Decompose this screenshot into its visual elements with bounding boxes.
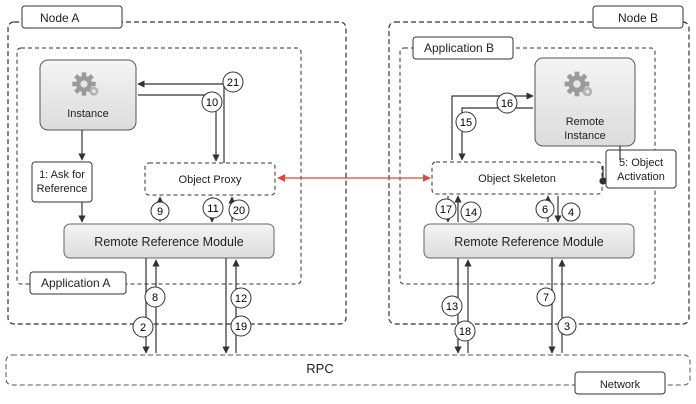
node-b-text: Node B xyxy=(618,11,658,25)
node-a-container xyxy=(7,21,347,325)
application-b-text: Application B xyxy=(424,41,494,55)
step-20: 20 xyxy=(228,199,250,221)
object-activation-box: 5: Object Activation xyxy=(605,149,677,189)
remote-instance-label-1: Remote xyxy=(566,116,605,128)
step-2: 2 xyxy=(132,316,154,338)
object-skeleton-box: Object Skeleton xyxy=(431,161,603,195)
step-19: 19 xyxy=(230,315,252,337)
step-7: 7 xyxy=(536,287,556,307)
remote-instance-box: Remote Instance xyxy=(534,57,636,147)
svg-text:2: 2 xyxy=(140,322,146,334)
ask-for-reference-line2: Reference xyxy=(37,183,88,195)
rpc-label: RPC xyxy=(306,361,333,376)
rrm-b-label: Remote Reference Module xyxy=(454,235,603,249)
remote-reference-module-b: Remote Reference Module xyxy=(423,223,635,259)
rrm-a-label: Remote Reference Module xyxy=(94,235,243,249)
step-9: 9 xyxy=(150,201,170,221)
application-a-label: Application A xyxy=(29,271,127,295)
instance-label: Instance xyxy=(67,108,109,120)
step-21: 21 xyxy=(222,71,244,93)
step-13: 13 xyxy=(441,295,463,317)
node-b-label: Node B xyxy=(592,5,684,29)
svg-text:7: 7 xyxy=(543,292,549,304)
step-6: 6 xyxy=(535,199,555,219)
instance-box: Instance xyxy=(39,59,137,131)
step-10: 10 xyxy=(201,91,223,113)
step-15: 15 xyxy=(455,111,477,133)
network-box: Network xyxy=(574,371,666,395)
step-11: 11 xyxy=(202,197,224,219)
svg-text:6: 6 xyxy=(542,204,548,216)
application-b-label: Application B xyxy=(412,36,514,60)
svg-text:3: 3 xyxy=(564,321,570,333)
step-16: 16 xyxy=(496,92,518,114)
ask-for-reference-line1: 1: Ask for xyxy=(39,169,85,181)
remote-instance-label-2: Instance xyxy=(564,130,606,142)
application-a-container xyxy=(16,47,302,285)
node-b-container xyxy=(388,21,690,325)
step-4: 4 xyxy=(561,202,581,222)
svg-text:12: 12 xyxy=(235,293,247,305)
step-18: 18 xyxy=(454,320,476,342)
object-skeleton-label: Object Skeleton xyxy=(478,173,556,185)
svg-text:17: 17 xyxy=(440,204,452,216)
node-a-text: Node A xyxy=(40,11,79,25)
svg-text:20: 20 xyxy=(233,205,245,217)
svg-text:14: 14 xyxy=(465,207,477,219)
svg-text:4: 4 xyxy=(568,207,574,219)
svg-text:11: 11 xyxy=(207,203,218,215)
application-a-text: Application A xyxy=(41,276,110,290)
step-3: 3 xyxy=(557,316,577,336)
object-proxy-label: Object Proxy xyxy=(179,174,242,186)
svg-text:18: 18 xyxy=(459,326,471,338)
object-activation-line1: 5: Object xyxy=(619,157,663,169)
svg-text:16: 16 xyxy=(501,98,513,110)
step-8: 8 xyxy=(144,286,166,308)
svg-text:10: 10 xyxy=(206,97,218,109)
svg-text:9: 9 xyxy=(157,206,163,218)
node-a-label: Node A xyxy=(21,5,123,29)
object-proxy-box: Object Proxy xyxy=(144,162,276,196)
svg-text:15: 15 xyxy=(460,117,472,129)
svg-text:13: 13 xyxy=(446,301,458,313)
network-label: Network xyxy=(600,379,641,391)
step-14: 14 xyxy=(460,201,482,223)
step-17: 17 xyxy=(435,198,457,220)
remote-reference-module-a: Remote Reference Module xyxy=(63,223,275,259)
rpc-container xyxy=(5,354,691,386)
svg-text:19: 19 xyxy=(235,321,247,333)
step-12: 12 xyxy=(230,287,252,309)
ask-for-reference-box: 1: Ask for Reference xyxy=(31,161,93,203)
svg-text:8: 8 xyxy=(152,292,158,304)
object-activation-line2: Activation xyxy=(617,171,665,183)
svg-text:21: 21 xyxy=(227,77,239,89)
